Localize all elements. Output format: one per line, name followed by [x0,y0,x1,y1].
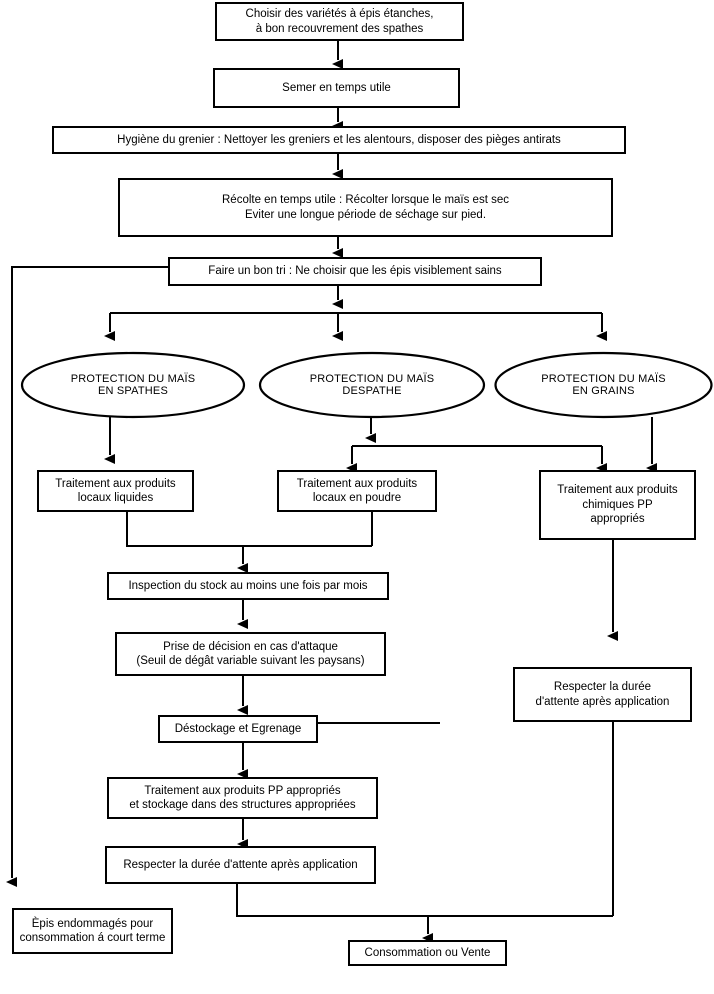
node-consommation-ou-vente[interactable]: Consommation ou Vente [348,940,507,966]
node-label: PROTECTION DU MAÏS EN SPATHES [70,373,196,397]
node-protection-mais-despathe[interactable]: PROTECTION DU MAÏS DESPATHE [258,351,486,419]
node-epis-endommages[interactable]: Èpis endommagés pour consommation á cour… [12,908,173,954]
ellipse-shape [20,351,246,419]
node-traitement-locaux-poudre[interactable]: Traitement aux produits locaux en poudre [277,470,437,512]
node-label: Traitement aux produits locaux en poudre [296,477,418,504]
node-prise-decision[interactable]: Prise de décision en cas d'attaque (Seui… [115,632,386,676]
node-label: Semer en temps utile [282,81,391,94]
edge-n6-merge [126,512,372,547]
node-label: Traitement aux produits chimiques PP app… [557,484,678,526]
node-label: Traitement aux produits locaux liquides [55,477,176,504]
node-label: PROTECTION DU MAÏS DESPATHE [309,373,435,397]
node-label: Respecter la durée d'attente après appli… [123,858,358,871]
node-label: Consommation ou Vente [364,946,491,959]
ellipse-shape [494,351,713,419]
node-traitement-chimiques-pp[interactable]: Traitement aux produits chimiques PP app… [539,470,696,540]
node-hygiene-grenier[interactable]: Hygiène du grenier : Nettoyer les grenie… [52,126,626,154]
node-traitement-pp-stockage[interactable]: Traitement aux produits PP appropriés et… [107,777,378,819]
node-protection-mais-en-grains[interactable]: PROTECTION DU MAÏS EN GRAINS [494,351,713,419]
node-respecter-duree-attente-droite[interactable]: Respecter la durée d'attente après appli… [513,667,692,722]
node-label: PROTECTION DU MAÏS EN GRAINS [541,373,666,397]
node-label: Inspection du stock au moins une fois pa… [128,579,368,592]
node-label: Prise de décision en cas d'attaque (Seui… [136,640,365,667]
node-traitement-locaux-liquides[interactable]: Traitement aux produits locaux liquides [37,470,194,512]
node-semer-temps-utile[interactable]: Semer en temps utile [213,68,460,108]
edge-n13-merge [236,884,613,917]
ellipse-shape [258,351,486,419]
node-label: Choisir des variétés à épis étanches, à … [245,8,434,35]
node-label: Èpis endommagés pour consommation á cour… [19,917,166,944]
node-label: Récolte en temps utile : Récolter lorsqu… [222,194,509,221]
node-label: Hygiène du grenier : Nettoyer les grenie… [117,133,561,146]
node-label: Faire un bon tri : Ne choisir que les ép… [208,265,502,278]
node-destockage-egrenage[interactable]: Déstockage et Egrenage [158,715,318,743]
node-respecter-duree-attente-gauche[interactable]: Respecter la durée d'attente après appli… [105,846,376,884]
node-label: Traitement aux produits PP appropriés et… [129,784,356,811]
node-inspection-stock[interactable]: Inspection du stock au moins une fois pa… [107,572,389,600]
node-faire-bon-tri[interactable]: Faire un bon tri : Ne choisir que les ép… [168,257,542,286]
node-protection-mais-en-spathes[interactable]: PROTECTION DU MAÏS EN SPATHES [20,351,246,419]
node-label: Déstockage et Egrenage [174,722,302,735]
node-choisir-varietes[interactable]: Choisir des variétés à épis étanches, à … [215,2,464,41]
node-label: Respecter la durée d'attente après appli… [535,681,670,708]
node-recolte-temps-utile[interactable]: Récolte en temps utile : Récolter lorsqu… [118,178,613,237]
